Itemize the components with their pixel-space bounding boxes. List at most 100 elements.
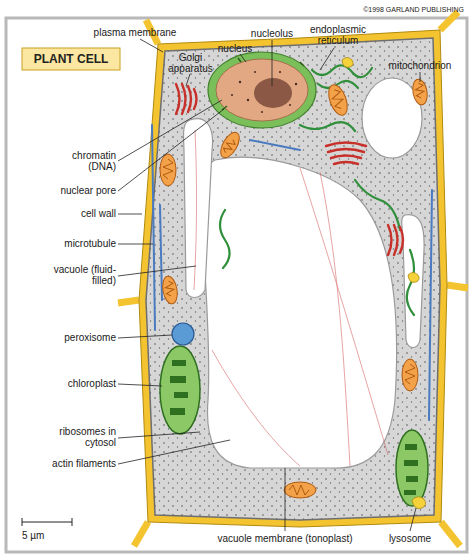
lysosome (408, 273, 419, 283)
golgi-apparatus (326, 143, 366, 165)
lysosome (412, 497, 426, 509)
mitochondrion (160, 154, 176, 186)
microtubule (160, 205, 162, 300)
er-sheet (312, 65, 372, 77)
mitochondrion (284, 482, 316, 498)
peroxisome (172, 323, 194, 345)
scale-tick (72, 518, 73, 526)
vacuole (402, 215, 424, 348)
part-label: peroxisome (28, 332, 116, 343)
er-sheet (220, 210, 230, 268)
leader-lines (118, 39, 420, 531)
ribosomes (146, 38, 440, 520)
actin-filament (320, 172, 350, 466)
wall-stub (447, 285, 468, 288)
leader-line (420, 72, 421, 82)
microtubule (152, 125, 155, 330)
leader-line (118, 244, 153, 245)
part-label: Golgi apparatus (163, 52, 218, 74)
leader-line (118, 432, 200, 438)
copyright-note: ©1998 GARLAND PUBLISHING (330, 6, 464, 14)
part-label: actin filaments (28, 458, 116, 469)
scale-bar (22, 518, 72, 526)
leader-line (118, 384, 162, 386)
actin-filament (300, 168, 388, 455)
mitochondrion (325, 82, 351, 118)
leader-line (320, 48, 334, 70)
er-sheet (355, 180, 400, 230)
actin-filaments (194, 130, 388, 466)
mitochondrion (402, 359, 418, 391)
leader-line (118, 335, 172, 338)
nucleus (208, 52, 316, 128)
part-label: vacuole membrane (tonoplast) (200, 533, 370, 544)
scale-line (22, 522, 72, 523)
chloroplast (396, 430, 428, 506)
scale-tick (22, 518, 23, 526)
part-label: microtubule (28, 238, 116, 249)
part-label: vacuole (fluid-filled) (40, 264, 116, 286)
grana (170, 360, 188, 415)
chloroplast (160, 346, 200, 434)
endoplasmic-reticulum (220, 65, 414, 315)
grana (404, 444, 418, 495)
wall-stub (440, 12, 458, 30)
nucleolus (254, 78, 292, 108)
part-label: chloroplast (28, 378, 116, 389)
wall-stub (441, 522, 460, 546)
leader-line (410, 508, 416, 531)
mitochondria (160, 78, 429, 498)
nuclear-pores (222, 58, 304, 110)
mitochondrion (217, 129, 243, 160)
leader-line (240, 54, 246, 62)
lysosomes (342, 58, 426, 509)
actin-filament (212, 350, 300, 466)
part-label: plasma membrane (85, 27, 185, 38)
plasma-membrane (146, 38, 440, 520)
leader-line (140, 39, 163, 52)
leader-line (118, 109, 224, 191)
neighbour-walls (118, 12, 468, 546)
golgi-apparatus (176, 84, 197, 114)
nuclear-envelope (208, 52, 316, 128)
leader-line (118, 214, 142, 215)
nucleoplasm (216, 59, 308, 121)
chromatin (231, 71, 297, 113)
vacuoles (184, 78, 425, 468)
part-label: chromatin (DNA) (48, 150, 116, 172)
leader-line (272, 40, 273, 86)
part-label: endoplasmic reticulum (300, 24, 376, 46)
mitochondrion (161, 275, 180, 305)
title-box (22, 48, 120, 70)
part-label: cell wall (28, 208, 116, 219)
part-label: lysosome (375, 533, 445, 544)
vacuole (184, 119, 213, 298)
part-label: ribosomes in cytosol (46, 426, 116, 448)
wall-stub (118, 300, 139, 303)
microtubule (250, 140, 300, 150)
golgi-stacks (176, 84, 403, 255)
part-label: mitochondrion (375, 60, 465, 71)
er-sheet (300, 122, 355, 131)
wall-stub (134, 522, 148, 546)
figure-title: PLANT CELL (22, 48, 120, 70)
vacuole (204, 157, 397, 468)
chloroplasts (160, 346, 428, 506)
leader-line (118, 100, 222, 161)
golgi-apparatus (388, 225, 403, 255)
microtubule (429, 190, 432, 420)
part-label: nucleolus (237, 28, 307, 39)
cell-wall (139, 30, 447, 527)
part-label: nucleus (205, 43, 265, 54)
leader-line (285, 468, 286, 531)
panel-frame (6, 18, 467, 552)
scale-label: 5 µm (22, 530, 82, 541)
leader-line (186, 74, 190, 86)
leader-line (118, 266, 196, 276)
leader-line (118, 440, 230, 464)
part-label: nuclear pore (28, 185, 116, 196)
mitochondrion (411, 78, 429, 106)
